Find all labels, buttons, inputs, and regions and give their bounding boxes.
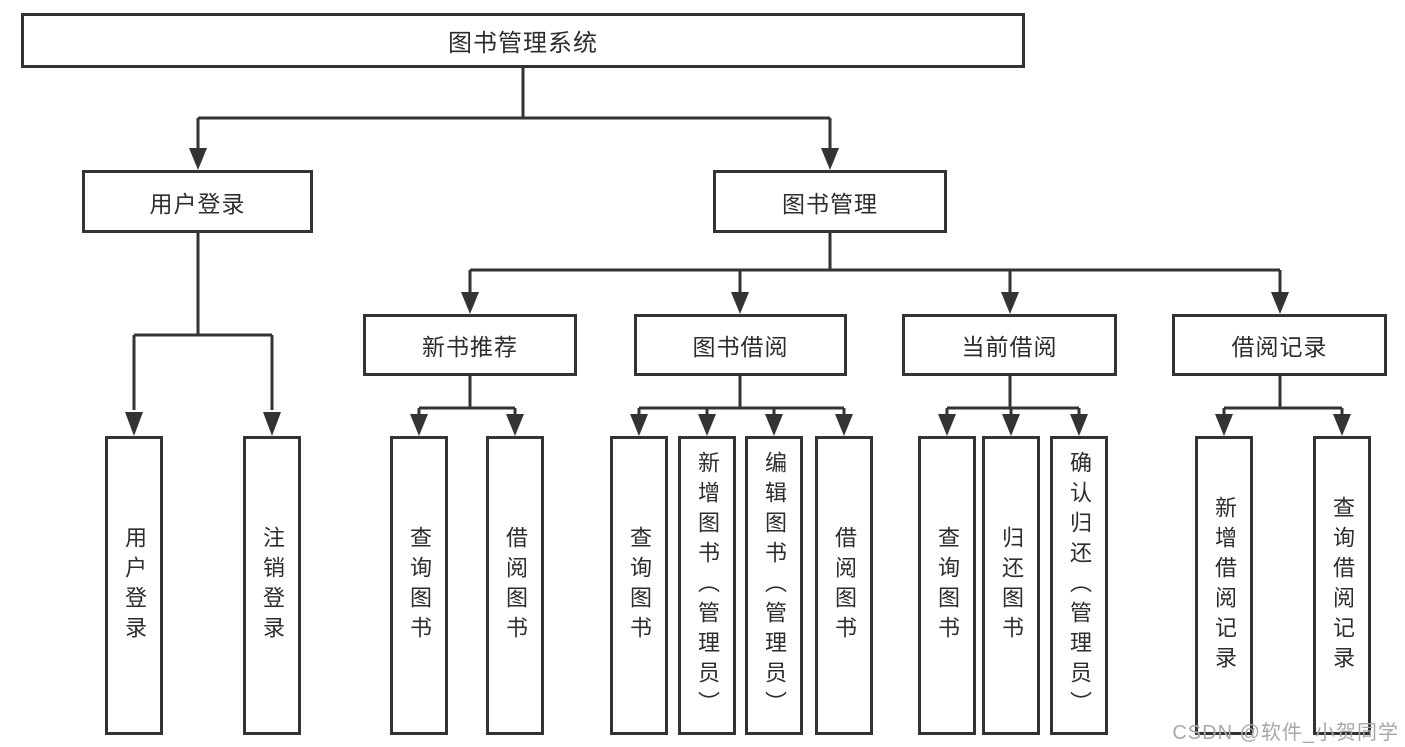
- leaf-borrow-books-recommend: 借阅图书: [486, 436, 544, 735]
- leaf-logout: 注销登录: [243, 436, 301, 735]
- leaf-label: 归还图书: [999, 525, 1024, 646]
- node-book-borrowing: 图书借阅: [634, 314, 847, 376]
- leaf-confirm-return-admin: 确认归还（管理员）: [1050, 436, 1108, 735]
- leaf-add-borrow-record: 新增借阅记录: [1195, 436, 1253, 735]
- node-user-login-label: 用户登录: [149, 190, 246, 217]
- leaf-user-login: 用户登录: [105, 436, 163, 735]
- node-borrowing-records: 借阅记录: [1172, 314, 1387, 376]
- csdn-watermark: CSDN @软件_小贺同学: [1172, 722, 1399, 744]
- node-user-login: 用户登录: [82, 170, 313, 233]
- node-new-book-recommend: 新书推荐: [363, 314, 577, 376]
- leaf-label: 注销登录: [260, 525, 285, 646]
- leaf-label: 借阅图书: [832, 525, 857, 646]
- node-borrowing-records-label: 借阅记录: [1231, 334, 1328, 360]
- leaf-query-borrow-record: 查询借阅记录: [1313, 436, 1371, 735]
- leaf-borrow-books-borrowing: 借阅图书: [815, 436, 873, 735]
- node-book-borrowing-label: 图书借阅: [692, 334, 789, 360]
- node-current-borrowing: 当前借阅: [902, 314, 1117, 376]
- leaf-query-books-recommend: 查询图书: [390, 436, 448, 735]
- leaf-return-books: 归还图书: [982, 436, 1040, 735]
- leaf-edit-books-admin: 编辑图书（管理员）: [745, 436, 803, 735]
- node-book-management-label: 图书管理: [782, 190, 878, 217]
- leaf-query-books-current: 查询图书: [918, 436, 976, 735]
- leaf-add-books-admin: 新增图书（管理员）: [678, 436, 736, 735]
- root-node-library-system: 图书管理系统: [21, 13, 1025, 68]
- leaf-query-books-borrowing: 查询图书: [610, 436, 668, 735]
- leaf-label: 确认归还（管理员）: [1067, 450, 1092, 721]
- node-current-borrowing-label: 当前借阅: [961, 334, 1058, 360]
- leaf-label: 新增图书（管理员）: [695, 450, 720, 721]
- leaf-label: 编辑图书（管理员）: [762, 450, 787, 721]
- leaf-label: 借阅图书: [503, 525, 528, 646]
- root-node-label: 图书管理系统: [448, 30, 598, 57]
- leaf-label: 用户登录: [122, 525, 147, 646]
- leaf-label: 新增借阅记录: [1212, 495, 1237, 676]
- leaf-label: 查询图书: [627, 525, 652, 646]
- leaf-label: 查询图书: [407, 525, 432, 646]
- leaf-label: 查询图书: [935, 525, 960, 646]
- leaf-label: 查询借阅记录: [1330, 495, 1355, 676]
- node-new-book-recommend-label: 新书推荐: [422, 334, 518, 360]
- node-book-management: 图书管理: [713, 170, 947, 233]
